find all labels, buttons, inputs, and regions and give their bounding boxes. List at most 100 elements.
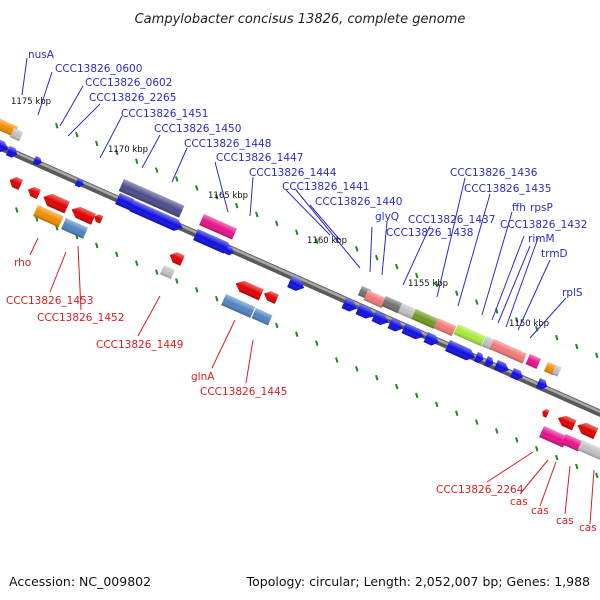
- backbone: [0, 143, 600, 417]
- gene-label-rplS: rplS: [562, 287, 583, 299]
- tick-mark: [175, 278, 179, 284]
- gene-label-ccc13826-0602: CCC13826_0602: [85, 77, 172, 89]
- gene-label-ccc13826-1438: CCC13826_1438: [386, 227, 473, 239]
- tick-mark: [555, 334, 559, 341]
- gene-label-ccc13826-1448: CCC13826_1448: [184, 138, 271, 150]
- gene-feature: [535, 378, 548, 390]
- gene-label-cas-4: cas: [579, 522, 597, 534]
- genome-summary-text: Topology: circular; Length: 2,052,007 bp…: [246, 574, 590, 589]
- bottom-gene-labels: rho CCC13826_1453 CCC13826_1452 CCC13826…: [6, 257, 597, 534]
- gene-label-ccc13826-1452: CCC13826_1452: [37, 312, 124, 324]
- accession-text: Accession: NC_009802: [9, 574, 151, 589]
- tick-mark: [195, 287, 199, 293]
- tick-mark: [295, 331, 299, 338]
- gene-feature: [341, 298, 357, 312]
- gene-label-ccc13826-1451: CCC13826_1451: [121, 108, 208, 120]
- gene-label-ffh: ffh: [512, 202, 526, 214]
- gene-feature: [224, 246, 234, 256]
- tick-mark: [135, 260, 139, 267]
- gene-feature: [129, 200, 183, 231]
- gene-feature: [199, 214, 237, 240]
- gene-feature: [557, 415, 577, 431]
- gene-label-cas-2: cas: [531, 505, 549, 517]
- bottom-leader-lines: [29, 237, 595, 525]
- gene-feature: [483, 356, 494, 368]
- tick-mark: [135, 158, 139, 165]
- gene-feature: [493, 360, 509, 373]
- tick-mark: [535, 445, 539, 452]
- gene-feature: [251, 308, 273, 326]
- gene-feature: [61, 218, 88, 239]
- gene-feature: [473, 352, 484, 364]
- tick-mark: [275, 322, 279, 329]
- gene-label-ccc13826-1449: CCC13826_1449: [96, 339, 183, 351]
- gene-feature: [401, 323, 424, 340]
- tick-mark: [255, 211, 259, 218]
- gene-feature: [94, 214, 104, 224]
- tick-mark: [155, 167, 159, 173]
- kbp-markers: 1175 kbp 1170 kbp 1165 kbp 1160 kbp 1155…: [11, 97, 549, 329]
- tick-mark: [515, 437, 519, 443]
- tick-mark: [75, 131, 79, 138]
- gene-feature: [74, 178, 84, 188]
- gene-label-trmD: trmD: [541, 248, 568, 260]
- tick-mark: [55, 122, 59, 129]
- tick-mark: [335, 357, 339, 363]
- gene-feature: [577, 422, 599, 440]
- gene-feature: [287, 276, 305, 291]
- kbp-marker-1160: 1160 kbp: [307, 236, 347, 246]
- gene-feature: [193, 229, 233, 254]
- gene-feature: [381, 296, 403, 314]
- gene-label-glnA: glnA: [191, 371, 215, 383]
- gene-label-ccc13826-1437: CCC13826_1437: [408, 214, 495, 226]
- tick-mark: [475, 419, 479, 425]
- gene-feature: [509, 368, 523, 381]
- tick-mark: [595, 472, 599, 479]
- gene-feature: [489, 339, 527, 364]
- tick-mark: [195, 185, 199, 191]
- gene-label-ccc13826-1440: CCC13826_1440: [315, 196, 402, 208]
- gene-label-ccc13826-1441: CCC13826_1441: [282, 181, 369, 193]
- tick-mark: [355, 366, 359, 372]
- gene-feature: [263, 291, 279, 304]
- tick-mark: [315, 238, 319, 244]
- gene-feature: [411, 309, 438, 329]
- tick-mark: [515, 317, 519, 323]
- tick-mark: [295, 229, 299, 236]
- kbp-marker-1150: 1150 kbp: [509, 319, 549, 329]
- gene-label-nusA: nusA: [28, 49, 55, 61]
- tick-mark: [215, 295, 219, 302]
- gene-feature: [539, 426, 568, 448]
- tick-mark: [575, 343, 579, 350]
- gene-feature: [387, 318, 403, 332]
- gene-feature: [118, 179, 185, 218]
- gene-label-cas-3: cas: [556, 515, 574, 527]
- gene-label-ccc13826-0600: CCC13826_0600: [55, 63, 142, 75]
- tick-mark: [115, 251, 119, 258]
- tick-mark: [595, 352, 599, 359]
- gene-feature: [33, 205, 64, 228]
- tick-mark: [555, 454, 559, 461]
- gene-feature: [525, 354, 541, 369]
- gene-feature: [9, 128, 24, 142]
- gene-feature: [235, 280, 264, 301]
- gene-feature: [71, 206, 96, 225]
- gene-feature: [561, 434, 583, 452]
- gene-label-ccc13826-1444: CCC13826_1444: [249, 167, 337, 179]
- tick-mark: [315, 340, 319, 346]
- gene-feature: [542, 408, 550, 418]
- gene-label-ccc13826-1445: CCC13826_1445: [200, 386, 287, 398]
- gene-feature: [43, 193, 70, 214]
- tick-mark: [95, 140, 99, 147]
- gene-label-glyQ: glyQ: [375, 211, 399, 223]
- tick-mark: [235, 202, 239, 209]
- kbp-marker-1175: 1175 kbp: [11, 97, 51, 107]
- tick-mark: [215, 193, 219, 200]
- gene-feature: [169, 252, 185, 266]
- gene-feature: [551, 365, 562, 377]
- gene-feature: [355, 304, 375, 319]
- kbp-marker-1165: 1165 kbp: [208, 191, 248, 201]
- gene-feature: [9, 176, 23, 190]
- gene-label-ccc13826-1436: CCC13826_1436: [450, 167, 538, 179]
